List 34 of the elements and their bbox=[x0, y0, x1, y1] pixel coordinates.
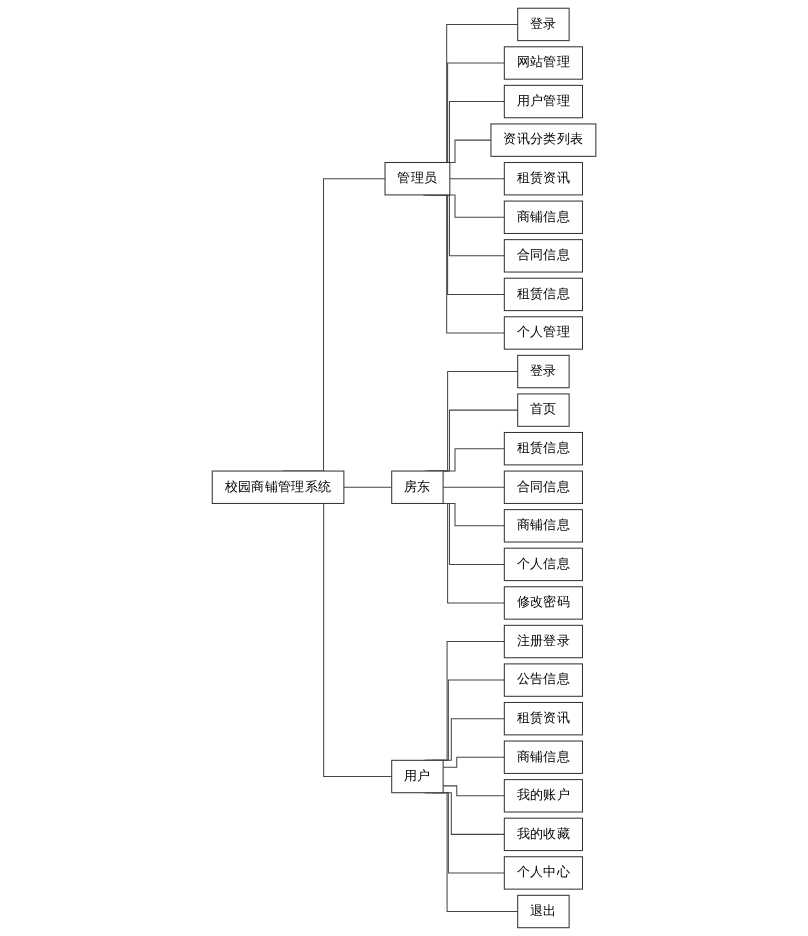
node-box bbox=[391, 759, 444, 794]
node-box bbox=[503, 470, 583, 504]
node-box bbox=[503, 702, 583, 736]
node-box bbox=[503, 509, 583, 543]
node-box bbox=[503, 740, 583, 774]
node-box bbox=[490, 123, 597, 157]
connector bbox=[343, 486, 393, 488]
node-box bbox=[503, 432, 583, 466]
connector bbox=[442, 486, 505, 488]
node-box bbox=[503, 663, 583, 697]
node-box bbox=[503, 84, 583, 119]
node-box bbox=[503, 46, 583, 80]
node-box bbox=[503, 779, 583, 813]
node-box bbox=[211, 470, 345, 504]
connector bbox=[442, 785, 505, 797]
connector bbox=[442, 756, 505, 768]
node-box bbox=[503, 162, 583, 196]
node-box bbox=[517, 7, 570, 42]
node-box bbox=[503, 200, 583, 234]
node-box bbox=[503, 817, 583, 852]
node-box bbox=[503, 277, 583, 312]
node-box bbox=[517, 354, 570, 389]
node-box bbox=[391, 470, 444, 504]
node-box bbox=[503, 316, 583, 350]
connector bbox=[449, 178, 505, 180]
node-box bbox=[503, 239, 583, 273]
node-box bbox=[503, 856, 583, 890]
node-box bbox=[503, 547, 583, 582]
node-box bbox=[517, 393, 570, 427]
node-box bbox=[503, 624, 583, 659]
node-box bbox=[517, 894, 570, 929]
connector bbox=[439, 448, 505, 472]
node-box bbox=[384, 162, 451, 196]
node-box bbox=[503, 586, 583, 620]
